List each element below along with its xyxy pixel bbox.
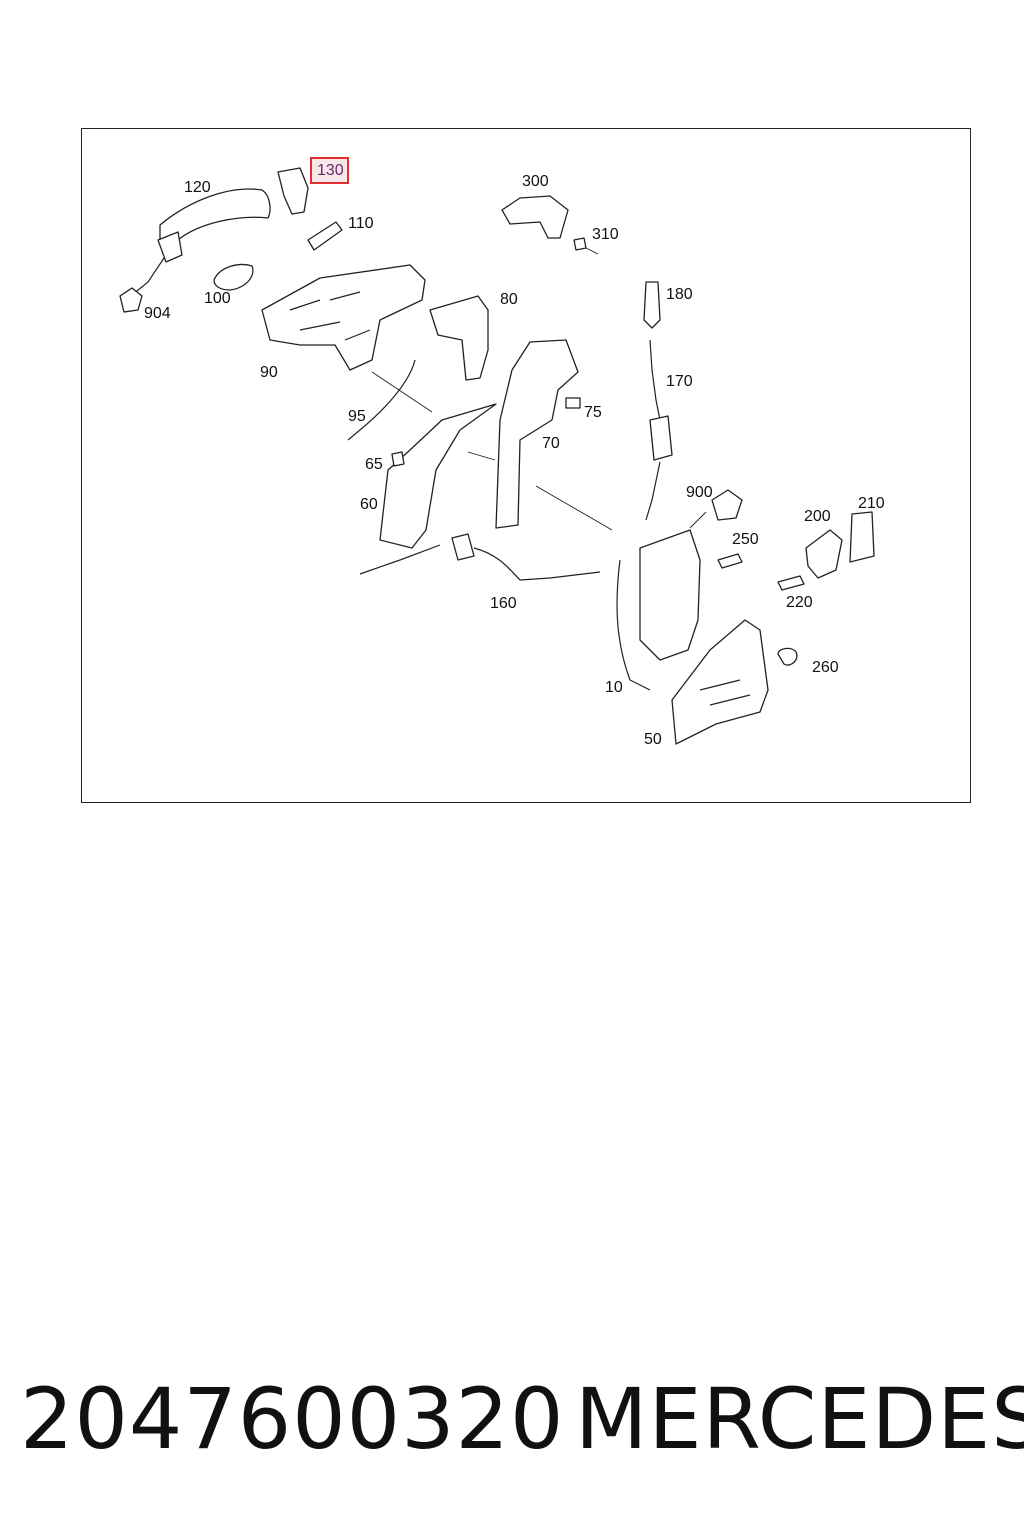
label-310: 310 [592,226,619,243]
label-50: 50 [644,731,662,748]
part-number: 2047600320 [20,1370,565,1468]
leader-lines [371,247,707,531]
diagram-frame [81,128,971,803]
part-220-screw [777,575,805,591]
label-260: 260 [812,659,839,676]
label-300: 300 [522,173,549,190]
label-70: 70 [542,435,560,452]
label-95: 95 [348,408,366,425]
part-65-clip [391,451,405,467]
part-120-door-handle [131,188,271,296]
part-10-latch [616,529,701,691]
label-90: 90 [260,364,278,381]
label-120: 120 [184,179,211,196]
part-90-carrier [261,264,426,371]
label-904: 904 [144,305,171,322]
label-100: 100 [204,290,231,307]
exploded-parts-drawing [119,167,875,745]
part-250-screw [717,553,743,569]
label-250: 250 [732,531,759,548]
label-65: 65 [365,456,383,473]
label-220: 220 [786,594,813,611]
label-210: 210 [858,495,885,512]
part-70-panel [495,339,579,529]
label-170: 170 [666,373,693,390]
part-170-cable [645,339,673,521]
part-50-bracket [671,619,769,745]
part-210-plate [849,511,875,563]
footer: 2047600320 MERCEDES [0,1370,1024,1470]
part-100-trim [213,263,254,291]
part-900-clip [711,489,743,521]
part-130-cap [277,167,309,215]
label-200: 200 [804,508,831,525]
label-900: 900 [686,484,713,501]
label-130-highlighted: 130 [310,157,349,184]
label-60: 60 [360,496,378,513]
part-300-bracket [501,195,569,239]
part-904-clip [119,287,143,313]
part-200-striker [805,529,843,579]
brand-name: MERCEDES [575,1370,1024,1468]
label-160: 160 [490,595,517,612]
part-110-gasket [307,221,343,251]
label-110: 110 [348,215,374,232]
part-80-bracket [429,295,489,381]
label-10: 10 [605,679,623,696]
part-75-clip [565,397,581,409]
part-160-cable [359,533,601,581]
part-95-rod [347,359,416,441]
label-75: 75 [584,404,602,421]
label-180: 180 [666,286,693,303]
part-180-knob [643,281,661,329]
part-260-bolt [777,647,798,666]
label-80: 80 [500,291,518,308]
